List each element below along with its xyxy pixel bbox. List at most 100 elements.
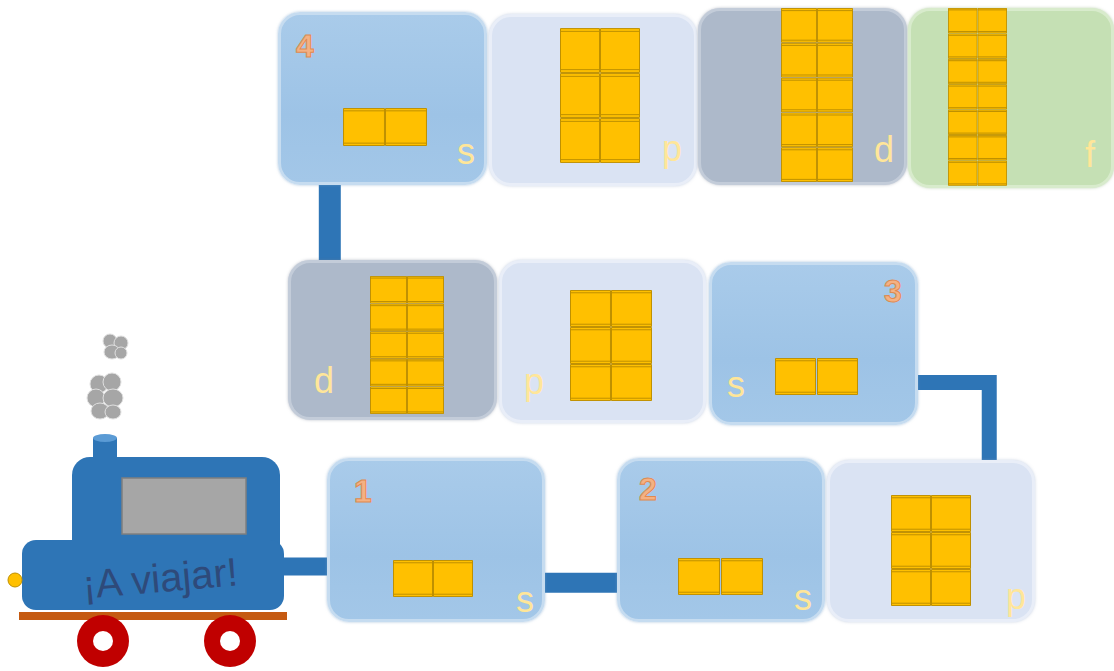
orbital-box: [891, 532, 931, 568]
wheel-hub: [220, 631, 240, 651]
s-subshell-box: 4s: [278, 12, 487, 185]
orbital-box: [611, 327, 652, 363]
shell-number: 4: [296, 30, 314, 62]
orbital-box: [781, 43, 817, 77]
orbital-box: [931, 569, 971, 605]
d-orbitals: [370, 276, 444, 413]
orbital-box: [948, 8, 978, 33]
smoke-puff: [115, 347, 127, 359]
track-connector: [319, 185, 341, 260]
s-orbital: [678, 558, 763, 594]
orbital-box: [370, 387, 407, 414]
orbital-box: [817, 43, 853, 77]
orbital-box: [370, 304, 407, 331]
s-orbital: [343, 108, 427, 145]
s-subshell-box: 1s: [327, 458, 545, 622]
orbital-box: [948, 161, 978, 186]
s-orbital: [393, 560, 473, 596]
orbital-box: [370, 332, 407, 359]
orbital-box: [781, 78, 817, 112]
p-subshell-box: p: [489, 14, 697, 186]
shell-number: 3: [884, 275, 902, 307]
subshell-letter: d: [874, 132, 894, 168]
smoke-puff: [103, 373, 121, 391]
orbital-box: [600, 74, 640, 118]
orbital-box: [817, 358, 858, 394]
orbital-box: [948, 135, 978, 160]
train-wheel: [204, 615, 256, 667]
s-orbital: [775, 358, 858, 394]
p-orbitals: [560, 29, 640, 163]
orbital-box: [611, 290, 652, 326]
train-front: [22, 540, 284, 610]
orbital-box: [570, 290, 611, 326]
orbital-box: [817, 148, 853, 182]
d-subshell-box: d: [288, 260, 497, 420]
train-window: [122, 478, 246, 534]
orbital-box: [393, 560, 433, 596]
subshell-letter: p: [1006, 579, 1026, 615]
orbital-box: [570, 364, 611, 400]
s-subshell-box: 2s: [617, 458, 825, 622]
orbital-box: [781, 8, 817, 42]
orbital-box: [678, 558, 720, 594]
orbital-box: [781, 113, 817, 147]
orbital-box: [570, 327, 611, 363]
orbital-box: [948, 85, 978, 110]
orbital-box: [370, 359, 407, 386]
track-connector: [284, 558, 327, 576]
f-subshell-box: f: [908, 8, 1114, 188]
orbital-box: [611, 364, 652, 400]
orbital-box: [407, 304, 444, 331]
subshell-letter: p: [524, 364, 544, 400]
orbital-box: [407, 359, 444, 386]
orbital-box: [891, 569, 931, 605]
orbital-box: [600, 29, 640, 73]
orbital-box: [948, 34, 978, 59]
subshell-letter: p: [662, 131, 682, 167]
orbital-box: [560, 29, 600, 73]
subshell-letter: s: [727, 367, 745, 403]
orbital-box: [817, 113, 853, 147]
wheel-hub: [93, 631, 113, 651]
orbital-box: [978, 59, 1008, 84]
subshell-letter: s: [516, 582, 534, 618]
track-connector: [545, 573, 617, 593]
train-base: [19, 612, 287, 620]
orbital-box: [978, 161, 1008, 186]
orbital-box: [978, 110, 1008, 135]
orbital-box: [560, 119, 600, 163]
orbital-box: [948, 110, 978, 135]
orbital-box: [343, 108, 385, 145]
d-subshell-box: d: [698, 8, 907, 185]
f-orbitals: [948, 8, 1007, 185]
p-orbitals: [570, 290, 652, 400]
orbital-box: [385, 108, 427, 145]
orbital-box: [775, 358, 816, 394]
orbital-box: [407, 276, 444, 303]
orbital-box: [721, 558, 763, 594]
smoke-cloud: [87, 334, 128, 419]
orbital-box: [433, 560, 473, 596]
orbital-box: [948, 59, 978, 84]
d-orbitals: [781, 8, 853, 181]
orbital-box: [891, 495, 931, 531]
orbital-box: [978, 34, 1008, 59]
p-subshell-box: p: [499, 260, 706, 423]
orbital-box: [407, 332, 444, 359]
orbital-box: [817, 8, 853, 42]
subshell-letter: s: [457, 134, 475, 170]
train-wheel: [77, 615, 129, 667]
shell-number: 2: [639, 473, 657, 505]
s-subshell-box: 3s: [709, 262, 918, 425]
orbital-box: [978, 8, 1008, 33]
orbital-box: [560, 74, 600, 118]
orbital-box: [978, 135, 1008, 160]
orbital-box: [781, 148, 817, 182]
orbital-box: [931, 495, 971, 531]
track-connector: [918, 383, 989, 460]
orbital-box: [978, 85, 1008, 110]
train-chimney-cap: [93, 434, 117, 442]
orbital-box: [600, 119, 640, 163]
